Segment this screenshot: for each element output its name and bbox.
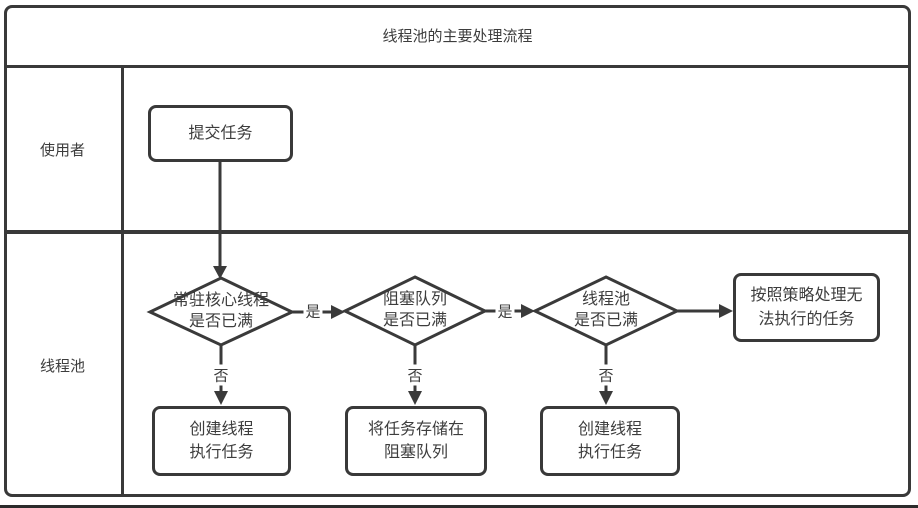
lane-label-column-divider	[121, 65, 124, 497]
decision-blocking-queue-line2: 是否已满	[382, 312, 448, 329]
decision-thread-pool-line2: 是否已满	[573, 312, 639, 329]
lane-label-user: 使用者	[39, 141, 85, 159]
node-store-in-queue-line1: 将任务存储在	[367, 420, 464, 438]
node-submit-task: 提交任务	[148, 105, 293, 162]
node-create-thread-1-line1: 创建线程	[189, 420, 254, 438]
node-store-in-queue-line2: 阻塞队列	[383, 444, 448, 461]
window-bottom-edge	[0, 505, 918, 508]
node-handle-by-policy-line2: 法执行的任务	[758, 310, 855, 328]
decision-core-threads-line2: 是否已满	[188, 313, 254, 330]
arrowhead-down-icon	[599, 391, 613, 405]
lane-label-threadpool: 线程池	[39, 358, 85, 375]
node-store-in-queue: 将任务存储在 阻塞队列	[345, 406, 487, 476]
node-handle-by-policy-line1: 按照策略处理无	[750, 287, 863, 305]
edge-label-no-1: 否	[211, 364, 231, 386]
node-handle-by-policy: 按照策略处理无 法执行的任务	[733, 273, 880, 342]
decision-core-threads-line1: 常驻核心线程	[172, 292, 270, 310]
edge-label-no-3: 否	[596, 364, 616, 386]
arrowhead-down-icon	[214, 391, 228, 405]
decision-blocking-queue-text: 阻塞队列 是否已满	[383, 290, 447, 332]
diagram-title: 线程池的主要处理流程	[382, 27, 533, 45]
edge-label-yes-1: 是	[303, 300, 323, 322]
decision-core-threads-text: 常驻核心线程 是否已满	[173, 291, 269, 333]
node-create-thread-2-line2: 执行任务	[577, 444, 642, 461]
node-create-thread-1: 创建线程 执行任务	[152, 406, 291, 476]
node-create-thread-2-line1: 创建线程	[577, 420, 642, 438]
decision-blocking-queue-line1: 阻塞队列	[382, 291, 448, 309]
decision-thread-pool-text: 线程池 是否已满	[574, 290, 638, 332]
arrowhead-down-icon	[213, 266, 227, 279]
arrowhead-right-icon	[331, 305, 345, 319]
edge-label-no-2: 否	[405, 364, 425, 386]
edge-label-yes-2: 是	[495, 300, 515, 322]
node-create-thread-2: 创建线程 执行任务	[540, 406, 680, 476]
arrowhead-down-icon	[408, 391, 422, 405]
arrowhead-right-icon	[521, 304, 535, 318]
diagram-outer-border	[4, 5, 911, 497]
decision-thread-pool-line1: 线程池	[581, 291, 631, 309]
title-row-divider	[4, 65, 911, 68]
node-submit-task-label: 提交任务	[188, 124, 253, 142]
node-create-thread-1-line2: 执行任务	[189, 444, 254, 461]
lane-divider	[4, 230, 911, 234]
arrowhead-right-icon	[719, 304, 733, 318]
